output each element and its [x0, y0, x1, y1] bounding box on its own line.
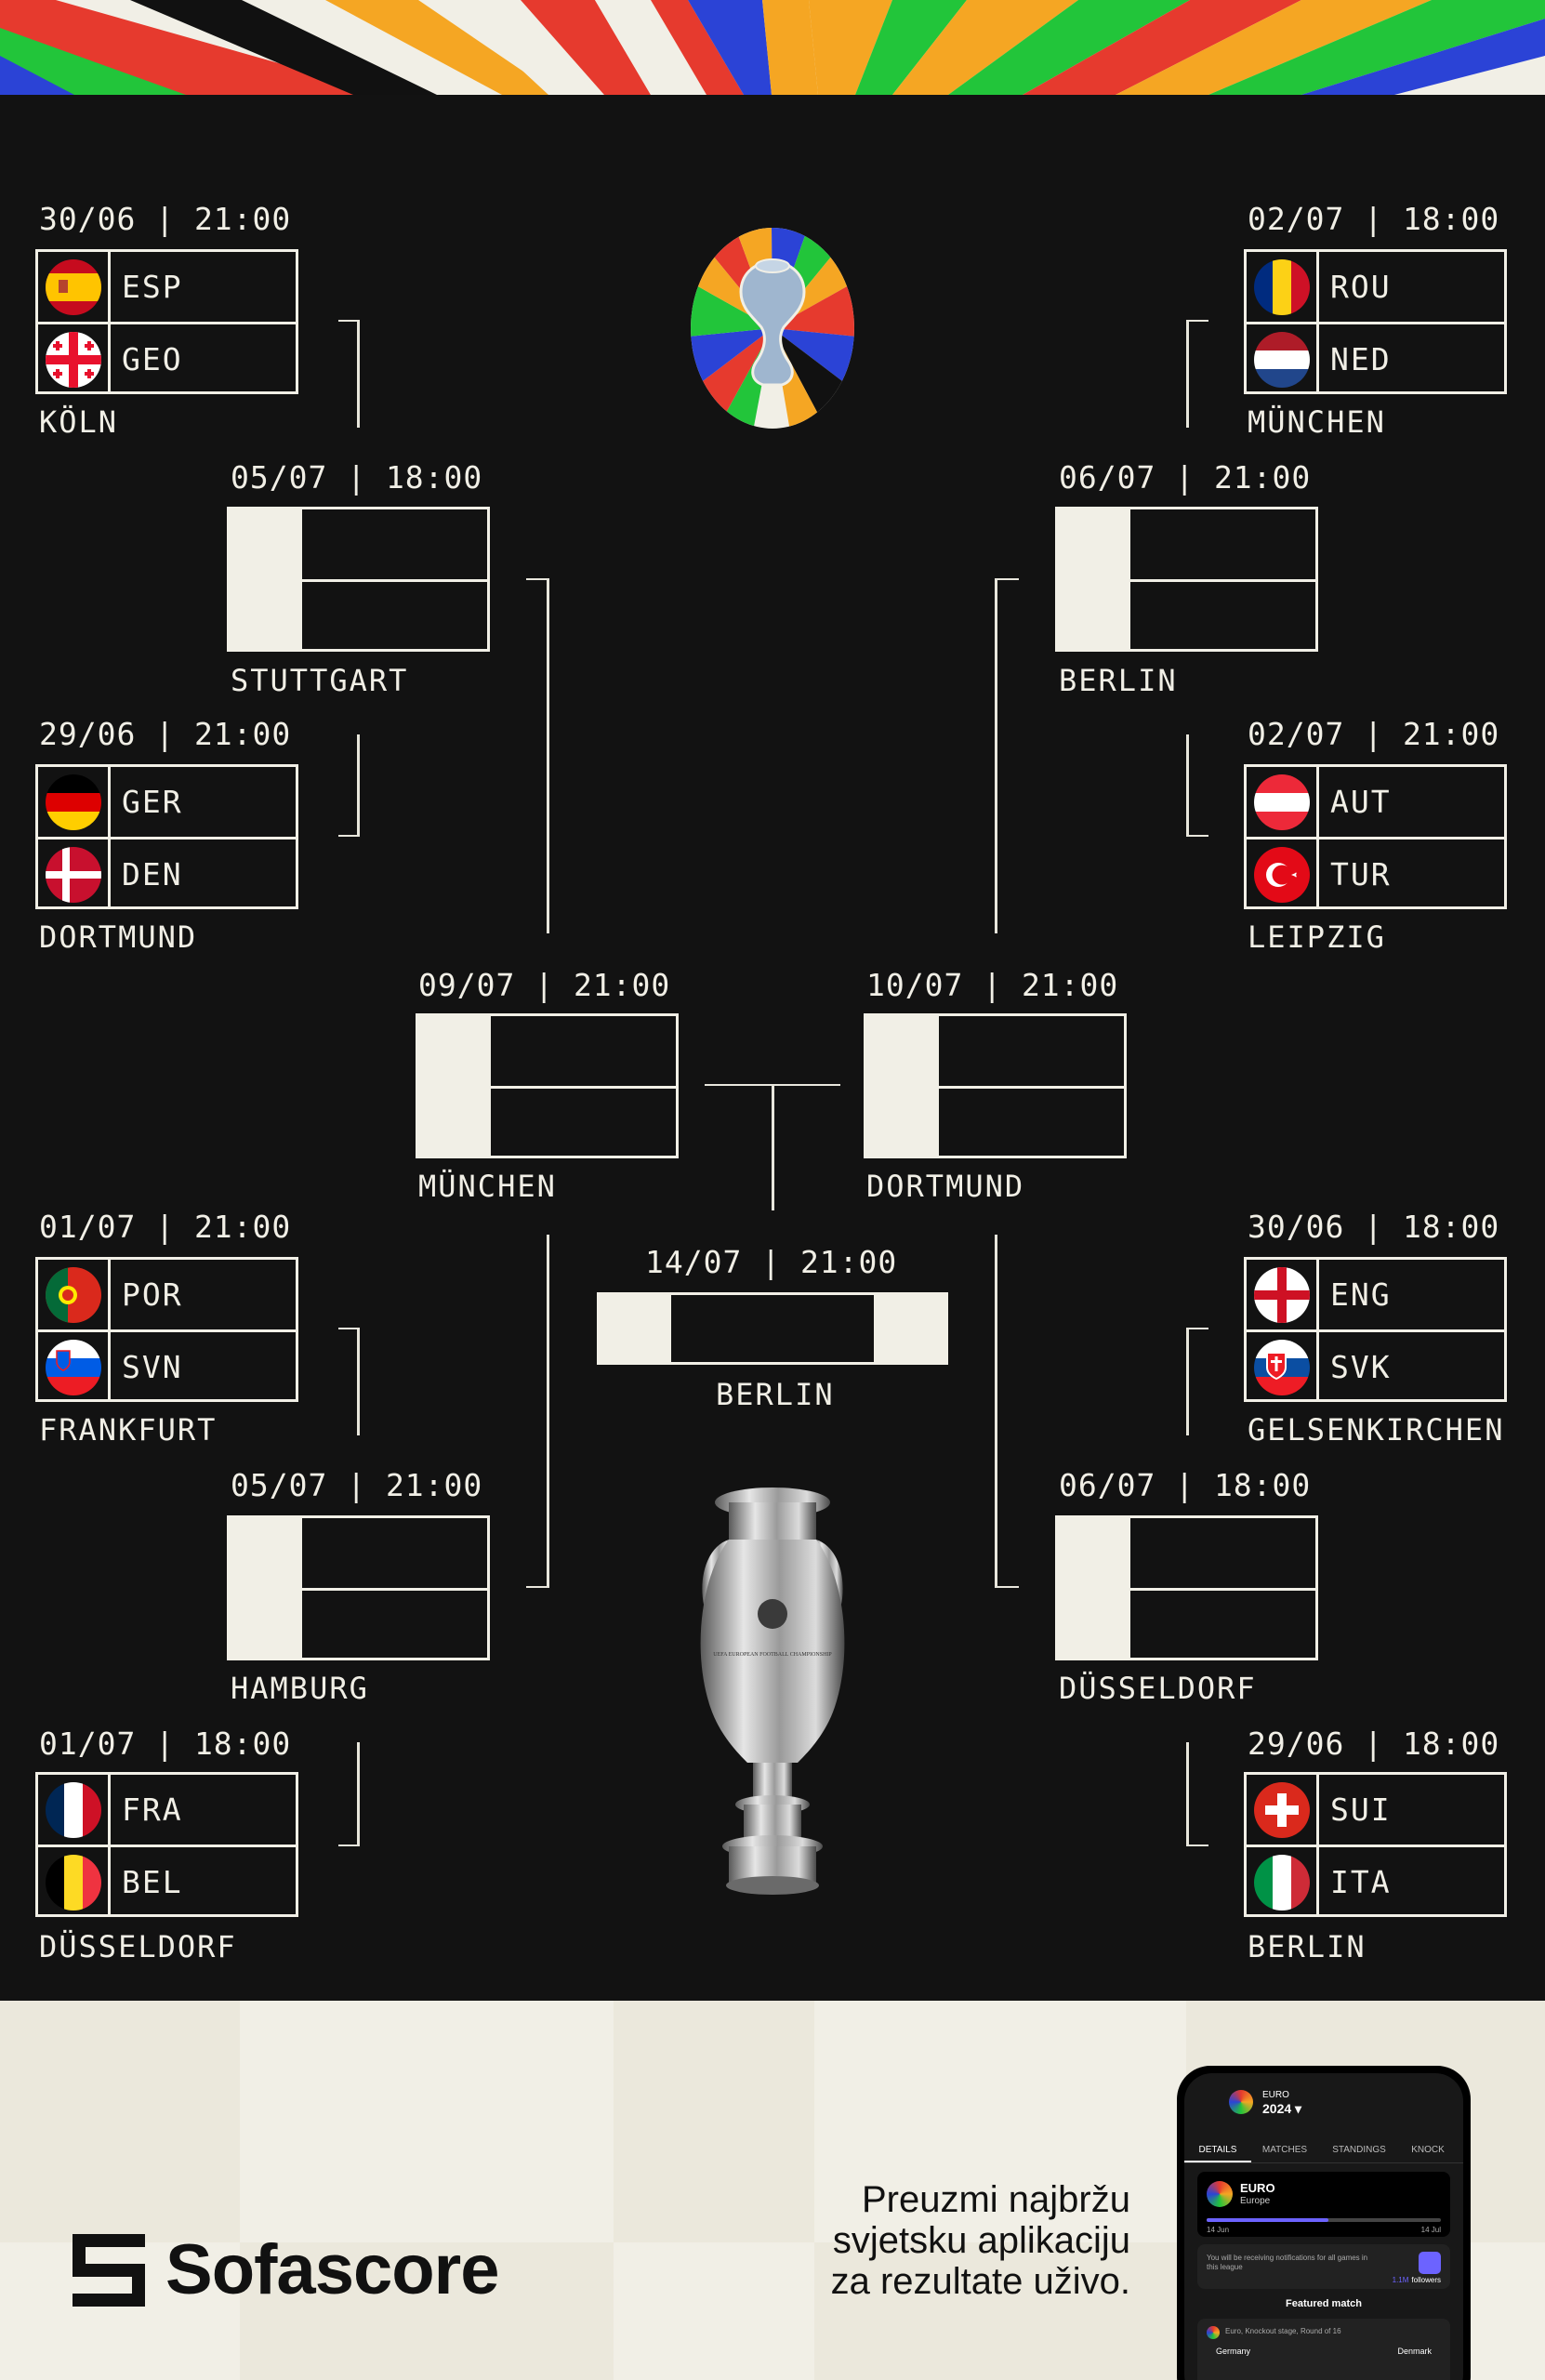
team-code: POR — [122, 1276, 183, 1313]
match-city: MÜNCHEN — [418, 1169, 557, 1204]
germany-flag-icon — [45, 774, 101, 830]
season-end-date: 14 Jul — [1420, 2226, 1441, 2234]
match-date: 06/07 | 18:00 — [1059, 1467, 1312, 1503]
georgia-flag-icon — [45, 331, 101, 388]
tab-matches[interactable]: MATCHES — [1261, 2145, 1308, 2155]
match-city: STUTTGART — [231, 663, 409, 698]
slovenia-flag-icon — [45, 1339, 101, 1395]
phone-competition: EURO — [1262, 2090, 1289, 2100]
team-code: SUI — [1330, 1792, 1392, 1828]
team-code: FRA — [122, 1792, 183, 1828]
team-code: ESP — [122, 269, 183, 305]
match-date: 30/06 | 18:00 — [1248, 1209, 1500, 1245]
team-code: AUT — [1330, 784, 1392, 820]
match-city: BERLIN — [716, 1377, 835, 1412]
season-start-date: 14 Jun — [1207, 2226, 1230, 2234]
match-city: LEIPZIG — [1248, 919, 1386, 955]
team-code: ROU — [1330, 269, 1392, 305]
promo-line: za rezultate uživo. — [830, 2261, 1130, 2302]
euro-logo-icon — [1229, 2090, 1253, 2114]
match-date: 06/07 | 21:00 — [1059, 459, 1312, 496]
england-flag-icon — [1253, 1266, 1310, 1323]
team-code: GER — [122, 784, 183, 820]
phone-tabs: DETAILS MATCHES STANDINGS KNOCK — [1184, 2138, 1463, 2163]
match-date: 30/06 | 21:00 — [39, 201, 292, 237]
team-code: SVN — [122, 1349, 183, 1385]
match-city: HAMBURG — [231, 1671, 369, 1706]
team-code: ENG — [1330, 1276, 1392, 1313]
denmark-flag-icon — [45, 846, 101, 903]
match-date: 01/07 | 21:00 — [39, 1209, 292, 1245]
match-date: 01/07 | 18:00 — [39, 1726, 292, 1762]
belgium-flag-icon — [45, 1854, 101, 1911]
tab-details[interactable]: DETAILS — [1184, 2138, 1251, 2162]
tab-knockout[interactable]: KNOCK — [1411, 2145, 1445, 2155]
team-code: SVK — [1330, 1349, 1392, 1385]
phone-mockup: EURO 2024 ▾ DETAILS MATCHES STANDINGS KN… — [1177, 2066, 1471, 2380]
followers-label: followers — [1411, 2276, 1441, 2284]
sofascore-logo[interactable]: Sofascore — [73, 2229, 499, 2310]
team-code: BEL — [122, 1864, 183, 1900]
league-region: Europe — [1240, 2196, 1271, 2206]
featured-away-team: Denmark — [1397, 2347, 1432, 2356]
france-flag-icon — [45, 1781, 101, 1838]
season-selector[interactable]: 2024 ▾ — [1262, 2101, 1302, 2116]
match-city: DORTMUND — [39, 919, 198, 955]
match-city: DÜSSELDORF — [39, 1929, 237, 1964]
match-city: DÜSSELDORF — [1059, 1671, 1257, 1706]
trophy-image: UEFA EUROPEAN FOOTBALL CHAMPIONSHIP — [700, 1488, 845, 1895]
follow-button[interactable] — [1419, 2252, 1441, 2274]
promo-line: svjetsku aplikaciju — [832, 2220, 1130, 2261]
promo-line: Preuzmi najbržu — [861, 2179, 1130, 2220]
notify-text: You will be receiving notifications for … — [1207, 2254, 1368, 2271]
footer-banner: Sofascore Preuzmi najbržu svjetsku aplik… — [0, 2001, 1545, 2380]
spain-flag-icon — [45, 258, 101, 315]
portugal-flag-icon — [45, 1266, 101, 1323]
austria-flag-icon — [1253, 774, 1310, 830]
match-date: 02/07 | 18:00 — [1248, 201, 1500, 237]
match-date: 02/07 | 21:00 — [1248, 716, 1500, 752]
match-date: 29/06 | 18:00 — [1248, 1726, 1500, 1762]
slovakia-flag-icon — [1253, 1339, 1310, 1395]
followers-count: 1.1M — [1392, 2276, 1409, 2284]
team-code: TUR — [1330, 856, 1392, 892]
competition-icon — [1207, 2326, 1220, 2339]
match-city: BERLIN — [1059, 663, 1178, 698]
match-city: GELSENKIRCHEN — [1248, 1412, 1505, 1448]
trophy-engraving: UEFA EUROPEAN FOOTBALL CHAMPIONSHIP — [713, 1652, 832, 1658]
match-city: MÜNCHEN — [1248, 404, 1386, 440]
match-city: FRANKFURT — [39, 1412, 218, 1448]
final-box — [597, 1292, 948, 1365]
match-date: 05/07 | 21:00 — [231, 1467, 483, 1503]
team-code: DEN — [122, 856, 183, 892]
featured-match-title: Featured match — [1286, 2298, 1362, 2309]
match-date: 09/07 | 21:00 — [418, 967, 671, 1003]
team-code: NED — [1330, 341, 1392, 377]
switzerland-flag-icon — [1253, 1781, 1310, 1838]
league-name: EURO — [1240, 2181, 1275, 2195]
featured-home-team: Germany — [1216, 2347, 1251, 2356]
netherlands-flag-icon — [1253, 331, 1310, 388]
italy-flag-icon — [1253, 1854, 1310, 1911]
team-code: GEO — [122, 341, 183, 377]
top-stripe-banner — [0, 0, 1545, 95]
match-date: 29/06 | 21:00 — [39, 716, 292, 752]
euro-2024-logo — [691, 228, 854, 429]
match-city: KÖLN — [39, 404, 119, 440]
season-progress-bar — [1207, 2218, 1441, 2222]
league-logo-icon — [1207, 2181, 1233, 2207]
promo-text: Preuzmi najbržu svjetsku aplikaciju za r… — [831, 2179, 1130, 2302]
match-date: 05/07 | 18:00 — [231, 459, 483, 496]
turkey-flag-icon — [1253, 846, 1310, 903]
team-code: ITA — [1330, 1864, 1392, 1900]
sofascore-logo-icon — [73, 2233, 145, 2307]
brand-name: Sofascore — [165, 2230, 499, 2309]
match-date: 10/07 | 21:00 — [866, 967, 1119, 1003]
match-city: DORTMUND — [866, 1169, 1025, 1204]
tab-standings[interactable]: STANDINGS — [1332, 2145, 1386, 2155]
match-city: BERLIN — [1248, 1929, 1367, 1964]
match-date: 14/07 | 21:00 — [645, 1244, 898, 1280]
romania-flag-icon — [1253, 258, 1310, 315]
featured-round: Euro, Knockout stage, Round of 16 — [1225, 2327, 1341, 2335]
